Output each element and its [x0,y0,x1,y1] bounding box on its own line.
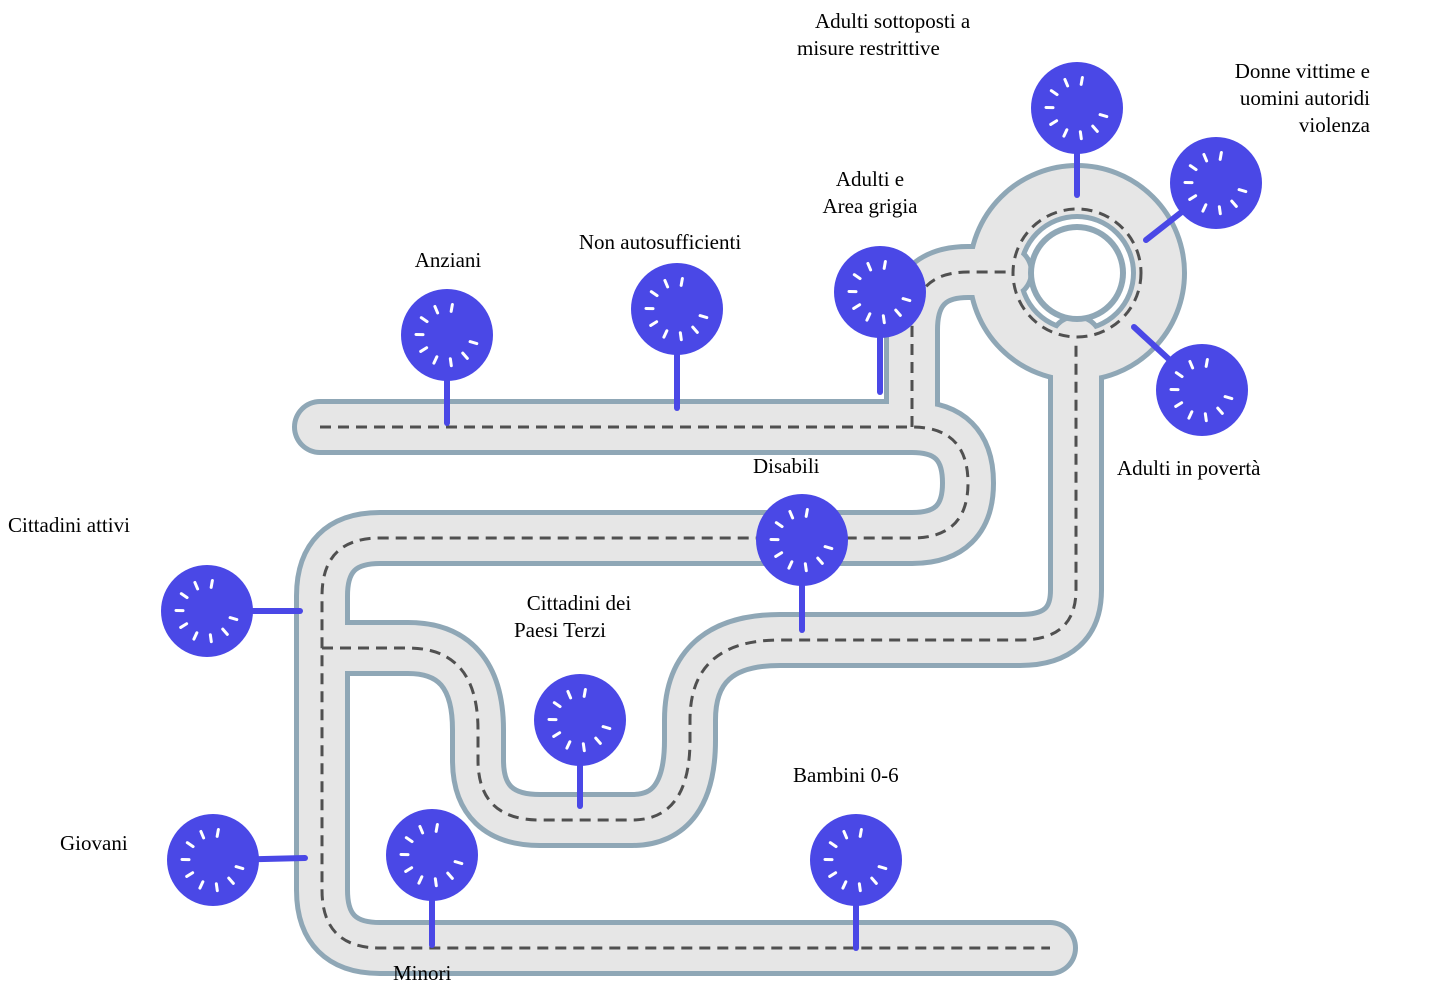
label-adulti-poverta: Adulti in povertà [1117,455,1260,482]
label-giovani: Giovani [60,830,128,857]
pin-donne-vittime [1146,137,1262,240]
spinner-tick [1206,359,1207,366]
spinner-tick [216,884,217,891]
label-cittadini-paesi-terzi: Cittadini dei Paesi Terzi [480,590,640,644]
spinner-tick [860,829,861,836]
spinner-tick [879,867,886,869]
spinner-tick [210,635,211,642]
label-non-autosufficienti: Non autosufficienti [540,229,780,256]
label-cittadini-attivi: Cittadini attivi [8,512,130,539]
spinner-tick [436,824,437,831]
roundabout-island [1031,227,1123,319]
spinner-tick [859,884,860,891]
spinner-tick [583,744,584,751]
spinner-tick [470,342,477,344]
pin-giovani [167,814,305,906]
spinner-tick [603,727,610,729]
pin-cittadini-attivi [161,565,300,657]
spinner-tick [1220,152,1221,159]
spinner-tick [806,509,807,516]
spinner-tick [217,829,218,836]
spinner-tick [435,879,436,886]
spinner-tick [825,547,832,549]
spinner-tick [1205,414,1206,421]
spinner-tick [451,304,452,311]
spinner-tick [450,359,451,366]
spinner-tick [236,867,243,869]
spinner-tick [805,564,806,571]
label-disabili: Disabili [753,453,820,480]
spinner-tick [1080,132,1081,139]
spinner-tick [883,316,884,323]
label-bambini-0-6: Bambini 0-6 [793,762,899,789]
spinner-tick [1239,190,1246,192]
label-anziani: Anziani [388,247,508,274]
label-donne-vittime: Donne vittime e uomini autoridi violenza [1200,58,1370,139]
spinner-tick [681,278,682,285]
spinner-tick [1219,207,1220,214]
spinner-tick [1081,77,1082,84]
label-adulti-area-grigia: Adulti e Area grigia [790,166,950,220]
spinner-tick [455,862,462,864]
pin-cittadini-paesi-terzi [534,674,626,806]
spinner-tick [884,261,885,268]
spinner-tick [680,333,681,340]
label-adulti-misure-restrittive: Adulti sottoposti a misure restrittive [797,8,970,62]
spinner-tick [1225,397,1232,399]
pin-non-autosufficienti [631,263,723,408]
pin-adulti-poverta [1134,327,1248,436]
spinner-tick [584,689,585,696]
spinner-tick [211,580,212,587]
spinner-tick [903,299,910,301]
spinner-tick [700,316,707,318]
spinner-tick [1100,115,1107,117]
pin-disabili [756,494,848,630]
spinner-tick [230,618,237,620]
